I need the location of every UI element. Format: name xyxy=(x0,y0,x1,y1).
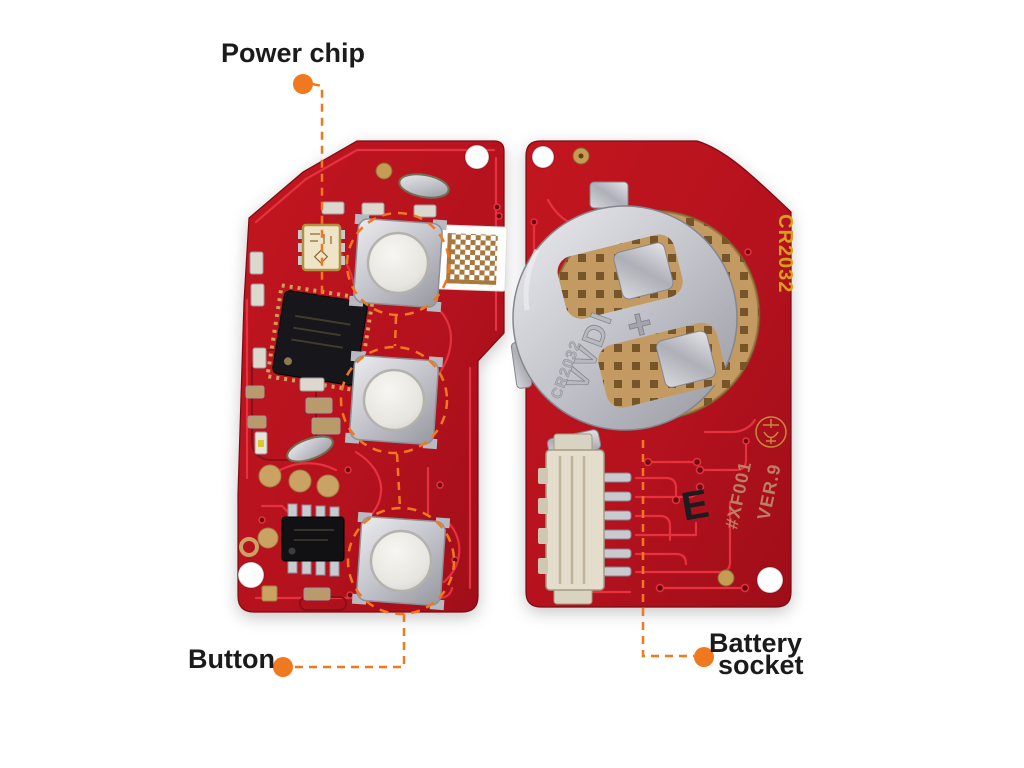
button-label: Button xyxy=(188,644,275,674)
power-chip-label: Power chip xyxy=(221,38,366,68)
smd-passives xyxy=(245,201,437,601)
gold-via-pad xyxy=(375,162,393,180)
battery-socket-label-line2: socket xyxy=(718,650,804,680)
power-chip-leader xyxy=(311,82,324,296)
button-chain-link xyxy=(393,315,402,508)
battery-socket-dot xyxy=(694,647,714,667)
power-chip-dot xyxy=(293,74,313,94)
gold-contact-pads xyxy=(239,464,340,602)
button-dot xyxy=(273,657,293,677)
tactile-button-middle xyxy=(344,350,444,450)
mcu-chip xyxy=(265,283,375,393)
tactile-button-bottom xyxy=(351,511,451,611)
mounting-hole xyxy=(237,561,265,589)
brand-emblem xyxy=(755,416,787,448)
callout-leader-lines xyxy=(295,82,694,669)
battery-type-silkscreen: CR2032 xyxy=(774,214,796,293)
battery-clip: + VVDI CR2032 xyxy=(510,181,738,459)
callout-dots xyxy=(273,74,714,677)
crystal-oscillator-2 xyxy=(286,435,334,463)
eeprom-chip xyxy=(281,503,345,577)
button-highlight-circles xyxy=(339,211,456,616)
tactile-button-top xyxy=(348,213,448,313)
mounting-hole xyxy=(756,566,784,594)
barcode-sticker xyxy=(436,224,508,292)
battery-socket-label: Battery socket xyxy=(709,630,804,680)
mounting-hole xyxy=(531,145,555,169)
battery-socket-leader xyxy=(641,440,694,658)
via-hole xyxy=(578,153,584,159)
wire-connector-socket xyxy=(538,433,632,605)
crystal-oscillator xyxy=(398,173,450,199)
mounting-hole xyxy=(464,144,490,170)
button-leader xyxy=(295,614,406,669)
battery-socket-label-line1: Battery xyxy=(709,628,803,658)
gold-via-pad xyxy=(717,569,735,587)
